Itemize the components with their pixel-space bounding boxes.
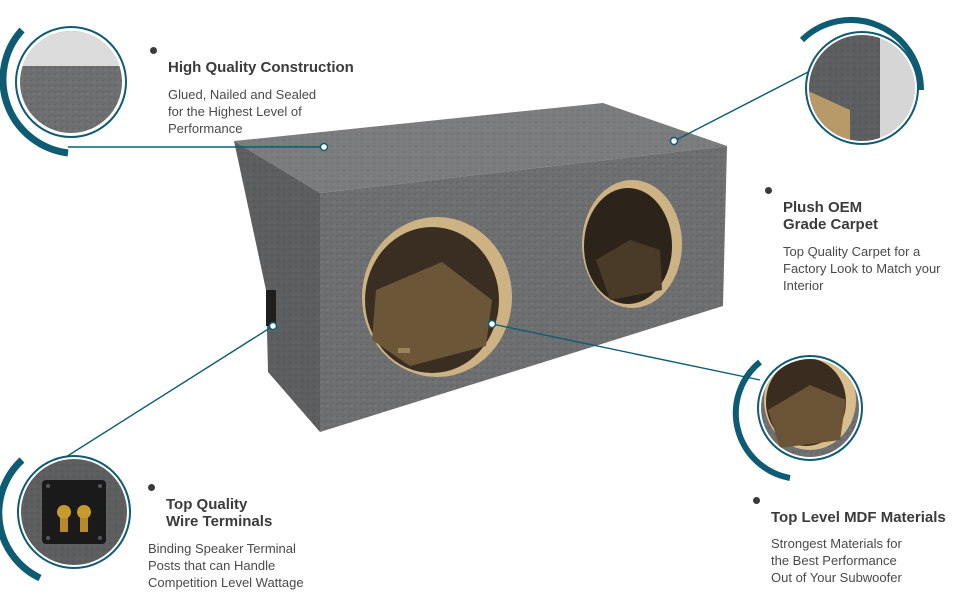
callout-dot-terminals [268,321,278,331]
feature-terminals: Top Quality Wire Terminals Binding Speak… [148,479,304,591]
feature-title-text: Plush OEM Grade Carpet [783,199,879,233]
terminal-post-negative [77,505,91,519]
feature-title-terminals: Top Quality Wire Terminals [148,479,304,530]
feature-desc-terminals: Binding Speaker Terminal Posts that can … [148,541,304,590]
subwoofer-box [234,103,727,432]
callout-line-terminals [57,325,274,463]
feature-title-construction: High Quality Construction [150,42,354,76]
callout-line-mdf [491,323,761,381]
callout-dot-mdf [487,319,497,329]
feature-desc-construction: Glued, Nailed and Sealed for the Highest… [168,87,317,136]
detail-circle-carpet [799,16,924,145]
accent-arc-construction [0,27,69,157]
box-side-face [234,141,320,432]
feature-desc-mdf: Strongest Materials for the Best Perform… [771,536,902,585]
detail-circle-mdf [732,355,863,481]
speaker-cutout-right [582,180,682,308]
side-terminal [266,290,276,326]
bullet-icon [765,187,772,194]
bullet-icon [150,47,157,54]
feature-title-text: Top Level MDF Materials [771,509,946,526]
feature-title-text: High Quality Construction [168,59,354,76]
accent-arc-terminals [0,457,42,582]
bullet-icon [148,484,155,491]
callout-lines [57,69,813,463]
feature-construction: High Quality Construction Glued, Nailed … [150,42,354,137]
terminal-post-positive [57,505,71,519]
detail-circle-construction [0,26,127,157]
accent-arc-mdf [732,359,791,481]
callout-dot-construction [319,142,329,152]
feature-desc-carpet: Top Quality Carpet for a Factory Look to… [783,244,941,293]
feature-title-carpet: Plush OEM Grade Carpet [765,182,941,233]
accent-arc-carpet [799,16,924,91]
callout-dot-carpet [669,136,679,146]
callout-dots [268,136,679,331]
feature-title-mdf: Top Level MDF Materials [753,492,946,526]
bullet-icon [753,497,760,504]
speaker-cutout-left [362,217,512,377]
feature-title-text: Top Quality Wire Terminals [166,496,273,530]
box-top-face [234,103,727,193]
callout-line-carpet [673,69,813,142]
detail-circle-terminals [0,455,131,582]
feature-mdf: Top Level MDF Materials Strongest Materi… [753,492,946,586]
feature-carpet: Plush OEM Grade Carpet Top Quality Carpe… [765,182,941,294]
